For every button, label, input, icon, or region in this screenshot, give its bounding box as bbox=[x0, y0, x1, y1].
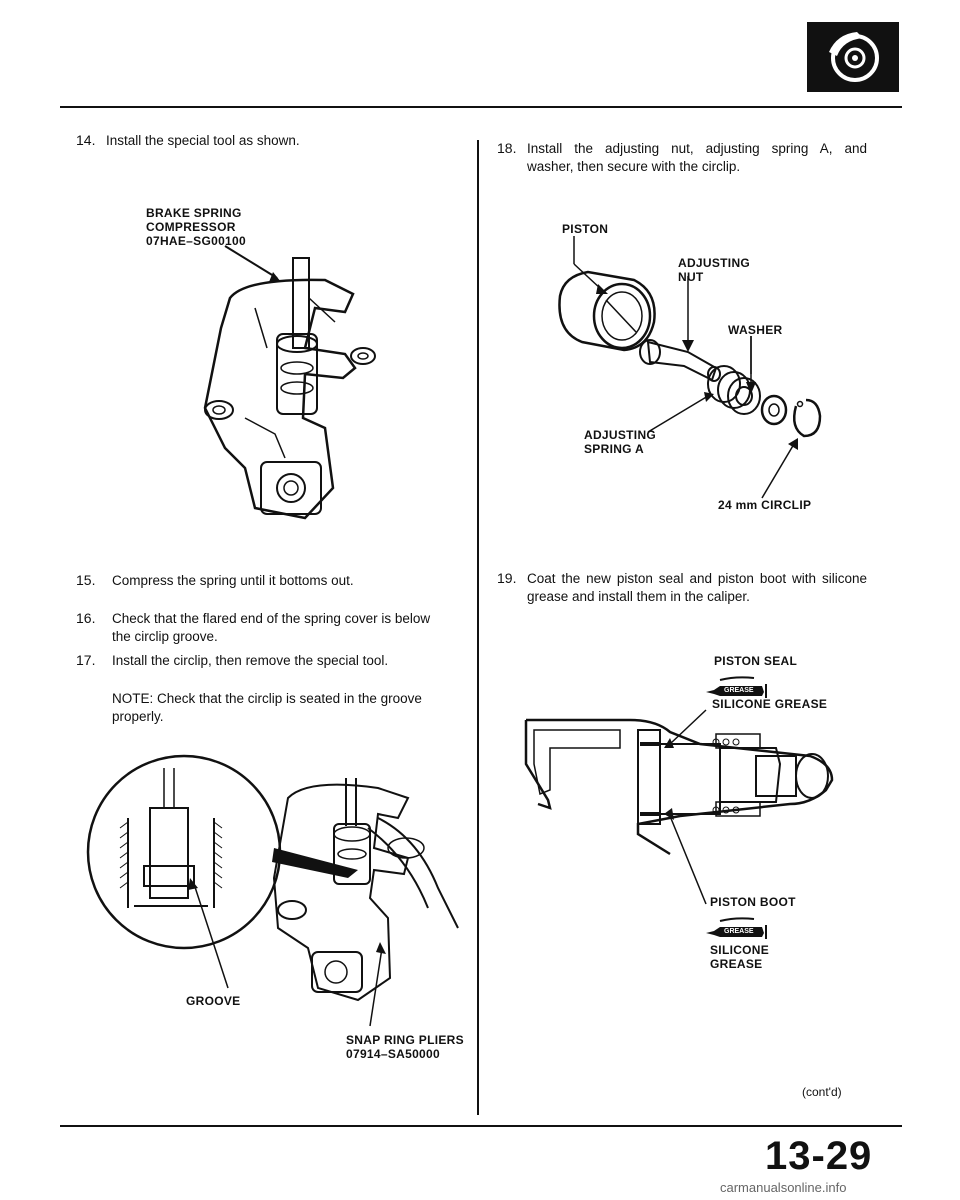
grease-tube-icon bbox=[706, 676, 767, 698]
compressor-label-line2: COMPRESSOR bbox=[146, 220, 236, 234]
step-18-number: 18. bbox=[497, 140, 517, 156]
watermark: carmanualsonline.info bbox=[720, 1180, 847, 1195]
adjusting-nut-label-line2: NUT bbox=[678, 270, 704, 284]
step-16-number: 16. bbox=[76, 610, 96, 626]
adjusting-nut-label-line1: ADJUSTING bbox=[678, 256, 751, 270]
column-divider bbox=[477, 140, 479, 1115]
step-15-number: 15. bbox=[76, 572, 96, 588]
bottom-rule bbox=[60, 1125, 902, 1127]
grease-tube-icon-2 bbox=[706, 917, 767, 939]
silicone-grease-label-2-line1: SILICONE bbox=[710, 943, 770, 957]
page-number: 13-29 bbox=[765, 1134, 873, 1178]
note-line2: properly. bbox=[112, 709, 164, 724]
groove-label: GROOVE bbox=[186, 994, 241, 1008]
brake-disc-icon bbox=[807, 22, 899, 92]
step-14-number: 14. bbox=[76, 132, 96, 148]
step-15-text: Compress the spring until it bottoms out… bbox=[112, 573, 354, 588]
silicone-grease-label-1: SILICONE GREASE bbox=[712, 697, 828, 711]
step-18-text-line1: Install the adjusting nut, adjusting spr… bbox=[527, 141, 867, 156]
step-19-text-line2: grease and install them in the caliper. bbox=[527, 589, 750, 604]
compressor-label-line3: 07HAE–SG00100 bbox=[146, 234, 246, 248]
step-18-text-line2: washer, then secure with the circlip. bbox=[527, 159, 741, 174]
piston-boot-label: PISTON BOOT bbox=[710, 895, 796, 909]
caliper-with-compressor-illustration bbox=[203, 245, 376, 520]
caliper-cross-section-illustration bbox=[524, 709, 834, 905]
step-14-text: Install the special tool as shown. bbox=[106, 133, 300, 148]
adjusting-spring-label-line2: SPRING A bbox=[584, 442, 644, 456]
note-line1: NOTE: Check that the circlip is seated i… bbox=[112, 691, 422, 706]
compressor-label-line1: BRAKE SPRING bbox=[146, 206, 242, 220]
step-17-text: Install the circlip, then remove the spe… bbox=[112, 653, 389, 668]
continued-note: (cont'd) bbox=[802, 1085, 842, 1099]
pliers-label-line2: 07914–SA50000 bbox=[346, 1047, 440, 1061]
grease-tag-text: GREASE bbox=[724, 687, 754, 694]
grease-tag-text-2: GREASE bbox=[724, 928, 754, 935]
step-16-text-line2: the circlip groove. bbox=[112, 629, 218, 644]
piston-label: PISTON bbox=[562, 222, 609, 236]
washer-label: WASHER bbox=[728, 323, 783, 337]
piston-seal-label: PISTON SEAL bbox=[714, 654, 798, 668]
step-19-text-line1: Coat the new piston seal and piston boot… bbox=[527, 571, 867, 586]
pliers-label-line1: SNAP RING PLIERS bbox=[346, 1033, 464, 1047]
top-rule bbox=[60, 106, 902, 108]
circlip-label: 24 mm CIRCLIP bbox=[718, 498, 812, 512]
step-17-number: 17. bbox=[76, 652, 96, 668]
circlip-install-illustration bbox=[86, 754, 459, 1027]
step-19-number: 19. bbox=[497, 570, 517, 586]
piston-parts-exploded-illustration bbox=[558, 236, 822, 499]
silicone-grease-label-2-line2: GREASE bbox=[710, 957, 763, 971]
step-16-text-line1: Check that the flared end of the spring … bbox=[112, 611, 431, 626]
adjusting-spring-label-line1: ADJUSTING bbox=[584, 428, 657, 442]
